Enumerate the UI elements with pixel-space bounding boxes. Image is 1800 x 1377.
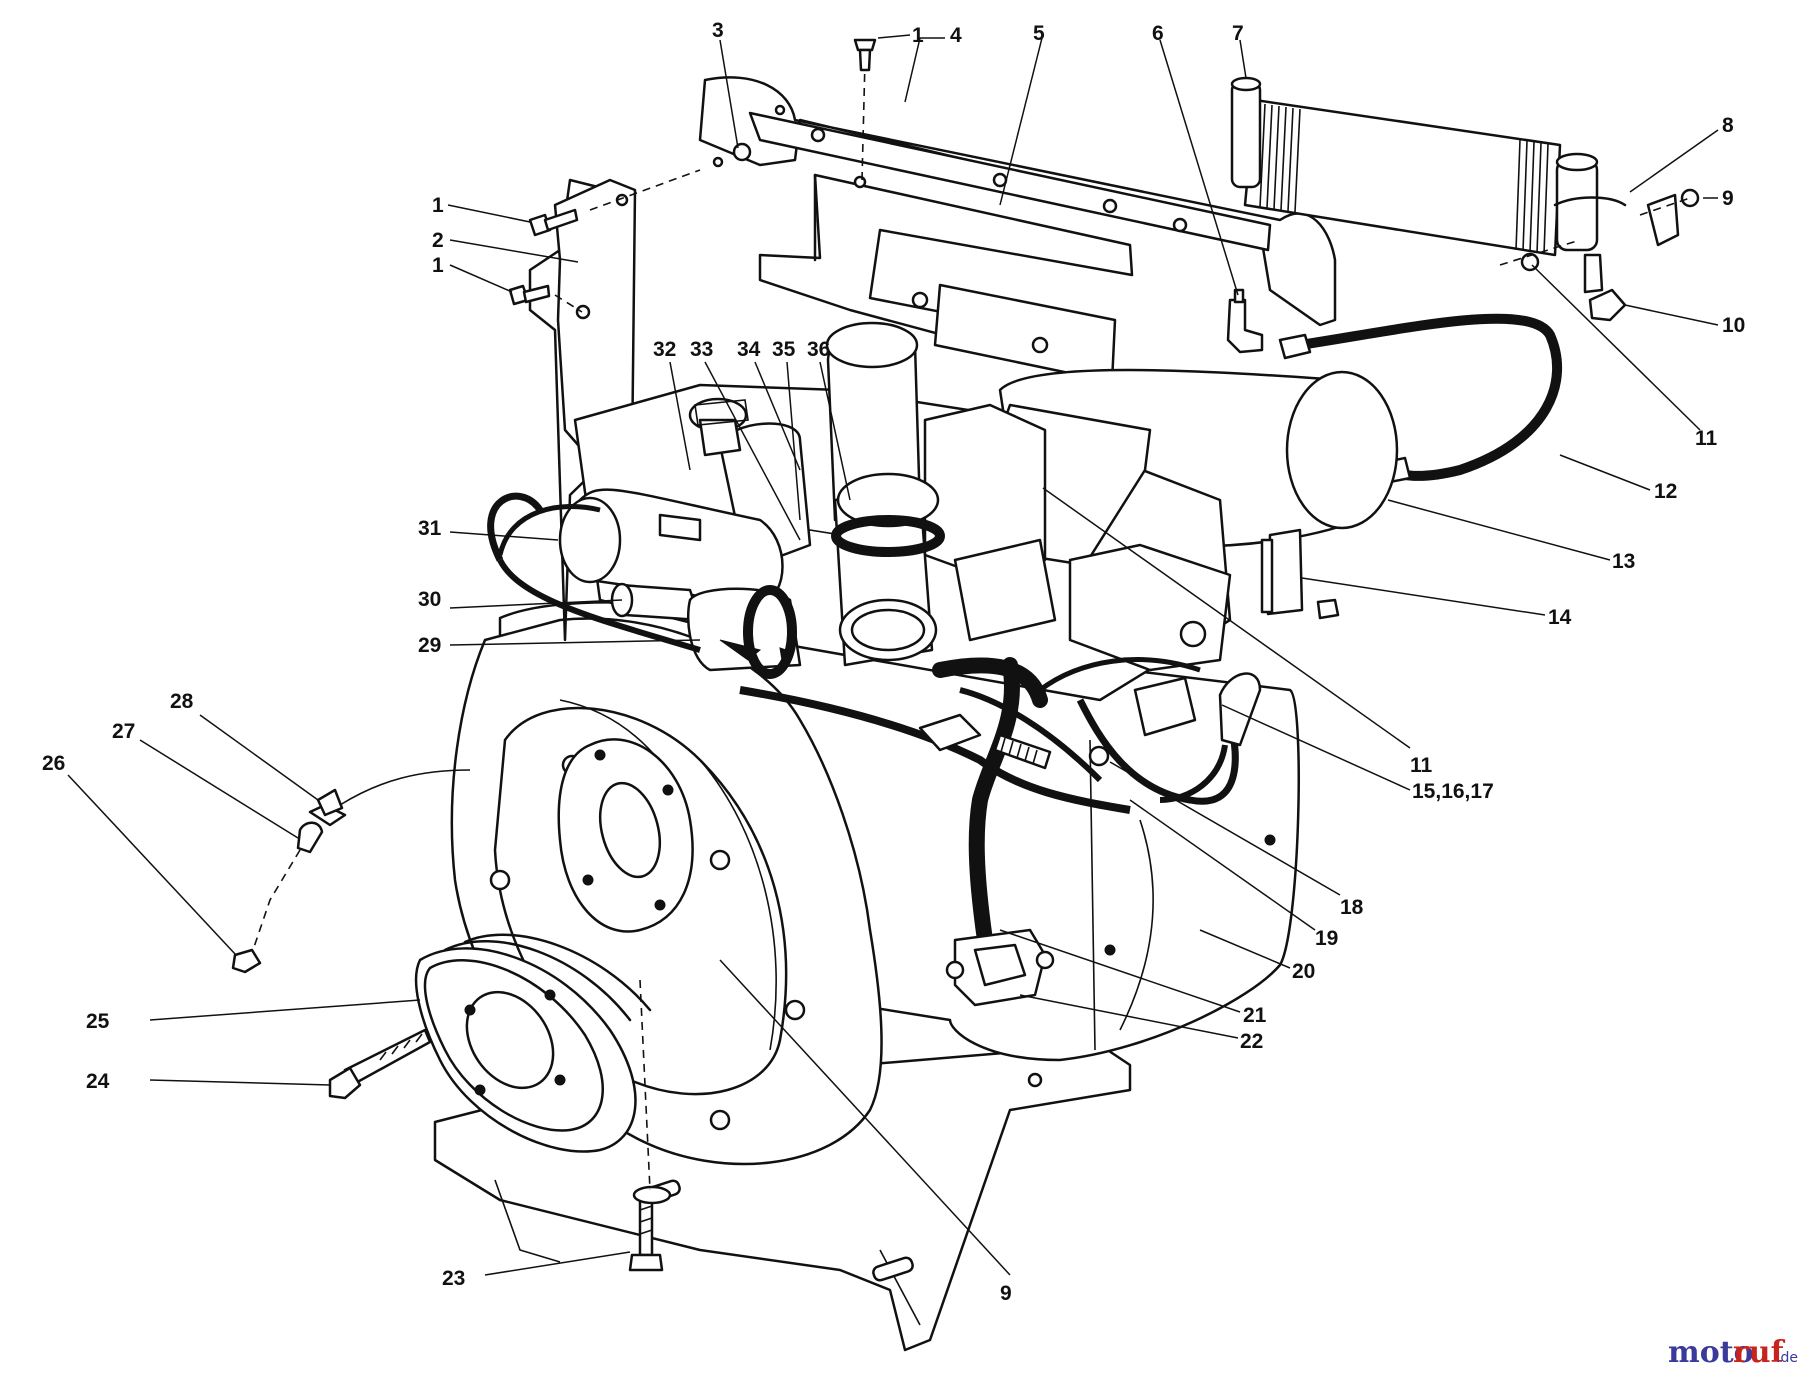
air-cleaner: [558, 488, 784, 607]
callout-22: 22: [1240, 1030, 1263, 1053]
fuel-filter: [610, 582, 702, 622]
hoses: [487, 492, 1239, 948]
drive-hub: [557, 738, 694, 933]
callout-labels: 1 1 1 2 3 4 5 6 7 8 9 9 10 11 11 12 13 1…: [42, 19, 1745, 1305]
intake-tube: [825, 321, 945, 667]
callout-14: 14: [1548, 606, 1572, 629]
screw-1-mid: [528, 208, 579, 237]
screw-1-top: [853, 38, 877, 72]
spark-plug-lead: [1159, 672, 1262, 803]
callout-5: 5: [1033, 22, 1045, 45]
callout-11-lower: 11: [1410, 754, 1433, 777]
ground-hardware: [231, 769, 471, 974]
cooler-clamp: [1553, 188, 1700, 247]
callout-1-low: 1: [432, 254, 444, 277]
callout-6: 6: [1152, 22, 1164, 45]
callout-33: 33: [690, 338, 713, 361]
callout-9-bottom: 9: [1000, 1282, 1012, 1305]
fitting-mid: [918, 713, 982, 752]
muffler-bracket: [1260, 528, 1340, 620]
nut-mid: [1088, 745, 1110, 767]
callout-28: 28: [170, 690, 194, 713]
callout-23: 23: [442, 1267, 465, 1290]
callout-3: 3: [712, 19, 724, 42]
callout-30: 30: [418, 588, 441, 611]
callout-11-right: 11: [1695, 427, 1718, 450]
air-deflector: [698, 76, 1337, 327]
callout-18: 18: [1340, 896, 1364, 919]
callout-36: 36: [807, 338, 830, 361]
callout-31: 31: [418, 517, 442, 540]
callout-10: 10: [1722, 314, 1745, 337]
inline-filter: [686, 585, 802, 679]
callout-7: 7: [1232, 22, 1244, 45]
callout-8: 8: [1722, 114, 1734, 137]
callout-35: 35: [772, 338, 796, 361]
callout-9-right: 9: [1722, 187, 1734, 210]
mount-bolt: [628, 1185, 672, 1272]
pulley: [414, 933, 652, 1153]
elbow-fitting: [1583, 253, 1627, 322]
carburetor-body: [923, 403, 1057, 642]
callout-24: 24: [86, 1070, 110, 1093]
callout-4: 4: [950, 24, 962, 47]
callout-19: 19: [1315, 927, 1338, 950]
callout-21: 21: [1243, 1004, 1267, 1027]
callout-15-16-17: 15,16,17: [1412, 780, 1494, 803]
callout-20: 20: [1292, 960, 1315, 983]
fuel-pump: [945, 928, 1055, 1007]
leader-lines: [67, 34, 1719, 1276]
nut-3: [712, 142, 752, 168]
watermark-part1: moto: [1668, 1335, 1754, 1370]
governor-spring: [993, 733, 1052, 770]
callout-26: 26: [42, 752, 65, 775]
watermark-suffix: .de: [1776, 1350, 1798, 1366]
screw-1-low: [508, 284, 551, 306]
coil-box: [1068, 543, 1232, 737]
callout-1-mid: 1: [432, 194, 444, 217]
explode-lines: [554, 59, 1691, 1191]
callout-13: 13: [1612, 550, 1635, 573]
callout-32: 32: [653, 338, 676, 361]
elbow-fitting-6: [1226, 288, 1264, 354]
callout-34: 34: [737, 338, 761, 361]
callout-1-top: 1: [912, 24, 924, 47]
callout-27: 27: [112, 720, 135, 743]
callout-25: 25: [86, 1010, 110, 1033]
oil-cooler: [1230, 76, 1599, 257]
watermark-part2: ruf: [1733, 1335, 1786, 1370]
callout-29: 29: [418, 634, 441, 657]
callout-2: 2: [432, 229, 444, 252]
pulley-bolt: [328, 1028, 432, 1100]
watermark-logo: moto ruf .de: [1668, 1335, 1798, 1370]
callout-12: 12: [1654, 480, 1677, 503]
